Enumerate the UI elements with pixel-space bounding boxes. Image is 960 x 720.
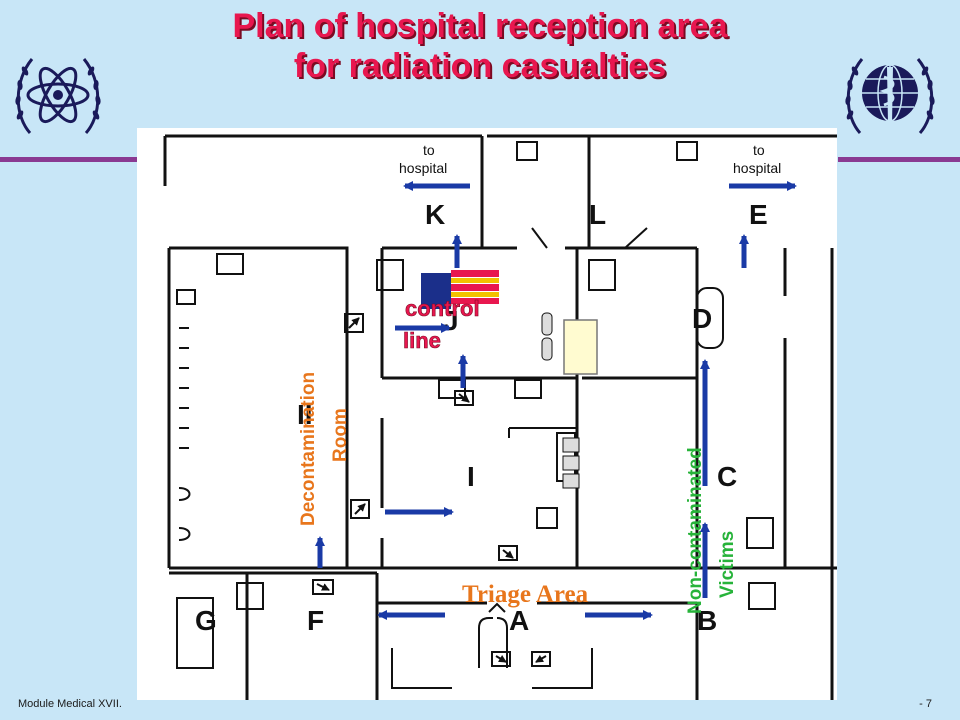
room-label-b: B [697,605,717,636]
floor-plan: K L E J D I C II G F A B to hospital to … [137,128,837,700]
room-label-i: I [467,461,475,492]
non-contaminated-label-2: Victims [717,531,738,598]
door-arrows [312,313,551,668]
title-line-1: Plan of hospital reception area [232,7,728,45]
control-line-marker [421,270,499,309]
left-rule [0,157,140,162]
decontamination-label-1: Decontamination [298,372,319,526]
title-line-2: for radiation casualties [293,47,667,85]
footer-module: Module Medical XVII. [18,698,122,710]
slide-title: Plan of hospital reception area for radi… [140,6,820,86]
room-label-a: A [509,605,529,636]
who-logo [845,58,935,134]
room-label-g: G [195,605,217,636]
to-hospital-right-1: to [753,142,765,158]
fixtures [176,141,776,689]
room-label-e: E [749,199,768,230]
walls [163,134,837,700]
room-label-h: II [297,399,313,430]
footer-page: - 7 [919,698,932,710]
control-line-label-2: line [403,328,441,353]
decontamination-label-2: Room [330,408,351,462]
room-label-f: F [307,605,324,636]
room-label-l: L [589,199,606,230]
room-label-c: C [717,461,737,492]
iaea-logo [15,58,101,134]
to-hospital-left-1: to [423,142,435,158]
triage-area-label: Triage Area [462,581,589,608]
room-label-d: D [692,303,712,334]
flow-arrows [315,181,797,620]
to-hospital-left-2: hospital [399,160,447,176]
tile-marks [541,312,580,489]
note-box [563,319,598,375]
to-hospital-right-2: hospital [733,160,781,176]
room-label-k: K [425,199,445,230]
control-line-label-1: control [405,296,480,321]
non-contaminated-label-1: Non-contaminated [685,447,706,614]
right-rule [838,157,960,162]
